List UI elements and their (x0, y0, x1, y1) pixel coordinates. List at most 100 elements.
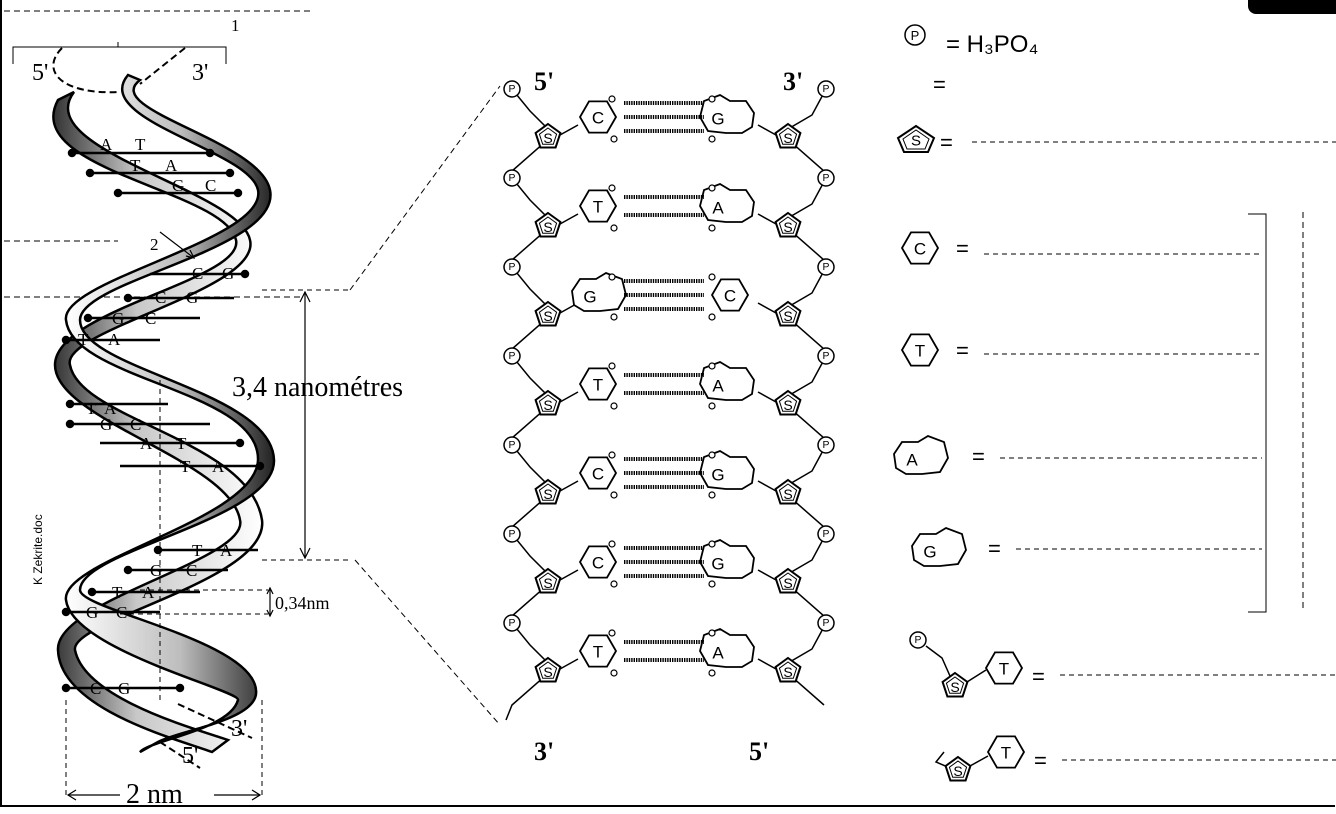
helix-base: T (180, 457, 191, 476)
phosphate-formula: = H₃PO₄ (946, 31, 1038, 58)
helix-base: C (145, 309, 156, 328)
helix-bottom-3prime: 3' (231, 716, 247, 742)
phosphate-letter: P (509, 262, 516, 273)
base-letter: C (592, 554, 604, 573)
helix-strand-front (64, 73, 276, 754)
corner-tab (1248, 0, 1336, 14)
sugar-letter: S (783, 397, 792, 413)
helix-base: A (212, 457, 225, 476)
helix-measure-lines (65, 289, 350, 795)
legend-nucleoside-base: T (986, 735, 1026, 769)
base-letter: C (592, 465, 604, 484)
legend-adenine-icon: A (893, 435, 949, 475)
helix-base: T (112, 583, 123, 602)
helix-base: T (176, 434, 187, 453)
ladder-bottom-3prime: 3' (534, 737, 554, 766)
legend-equals-sugar: = (940, 130, 953, 155)
guide-lines (4, 10, 310, 298)
legend-nucleoside-sugar: S (944, 755, 972, 782)
legend-equals-c: = (956, 236, 969, 261)
legend-equals-t: = (956, 338, 969, 363)
legend-sugar-letter: S (911, 133, 921, 150)
base-left: T (578, 189, 618, 223)
base-letter: T (1001, 744, 1011, 763)
base-left: G (571, 272, 627, 312)
base-letter: T (593, 198, 603, 217)
phosphate-left: P (503, 614, 521, 632)
phosphate-letter: P (823, 262, 830, 273)
phosphate-right: P (817, 347, 835, 365)
phosphate-letter: P (823, 84, 830, 95)
sugar-left: S (534, 478, 562, 505)
helix-base: C (90, 679, 101, 698)
base-letter: C (914, 240, 926, 259)
helix-bases: A T T A G C C G C G G C T A T A G C A T … (78, 135, 234, 698)
helix-base: G (86, 603, 98, 622)
sugar-letter: S (783, 308, 792, 324)
sugar-letter: S (543, 219, 552, 235)
sugar-letter: S (953, 763, 962, 779)
phosphate-letter: P (509, 84, 516, 95)
base-letter: T (915, 342, 925, 361)
helix-base: C (186, 561, 197, 580)
phosphate-letter: P (509, 351, 516, 362)
ladder-top-5prime: 5' (534, 67, 554, 96)
base-left: T (578, 634, 618, 668)
base-right: G (699, 539, 755, 579)
base-letter: G (711, 110, 724, 129)
sugar-letter: S (543, 397, 552, 413)
sugar-letter: S (950, 679, 959, 695)
sugar-letter: S (783, 486, 792, 502)
helix-base: A (108, 330, 121, 349)
phosphate-right: P (817, 525, 835, 543)
label-1-bracket (12, 42, 227, 64)
phosphate-letter: P (509, 173, 516, 184)
helix-base: G (112, 309, 124, 328)
helix-base: A (165, 156, 178, 175)
helix-base: G (222, 264, 234, 283)
sugar-right: S (774, 656, 802, 683)
helix-base: T (130, 156, 141, 175)
sugar-left: S (534, 122, 562, 149)
sugar-right: S (774, 122, 802, 149)
sugar-left: S (534, 389, 562, 416)
helix-base: T (192, 541, 203, 560)
base-letter: G (923, 543, 936, 562)
width-arrow (66, 789, 262, 801)
helix-base: T (86, 399, 97, 418)
legend-equals-blank: = (933, 72, 946, 97)
base-right: A (699, 628, 755, 668)
helix-base: A (100, 135, 113, 154)
phosphate-letter: P (915, 635, 922, 646)
pitch-label: 3,4 nanométres (232, 372, 403, 403)
sugar-left: S (534, 656, 562, 683)
phosphate-left: P (503, 169, 521, 187)
legend-sugar-icon: S (896, 124, 936, 153)
sugar-left: S (534, 567, 562, 594)
legend-guanine-icon: G (911, 527, 967, 567)
base-letter: T (593, 643, 603, 662)
helix-base: A (140, 434, 153, 453)
pitch-arrow (299, 290, 311, 560)
legend-nucleotide-base: T (984, 651, 1024, 685)
legend-cytosine-icon: C (900, 231, 940, 265)
phosphate-right: P (817, 258, 835, 276)
sugar-letter: S (543, 664, 552, 680)
sugar-right: S (774, 389, 802, 416)
phosphate-right: P (817, 614, 835, 632)
legend: P= H₃PO₄=S=C=T=A=G=PST=ST= (893, 24, 1336, 782)
base-letter: T (593, 376, 603, 395)
helix-base: A (104, 399, 117, 418)
label-2: 2 (150, 235, 159, 254)
phosphate-letter: P (823, 351, 830, 362)
helix-strand-back (52, 90, 264, 754)
base-left: C (578, 545, 618, 579)
legend-equals-nucleotide: = (1032, 664, 1045, 689)
legend-equals-nucleoside: = (1034, 748, 1047, 773)
sugar-letter: S (543, 486, 552, 502)
phosphate-left: P (503, 258, 521, 276)
rise-label: 0,34nm (275, 593, 330, 613)
sugar-right: S (774, 567, 802, 594)
